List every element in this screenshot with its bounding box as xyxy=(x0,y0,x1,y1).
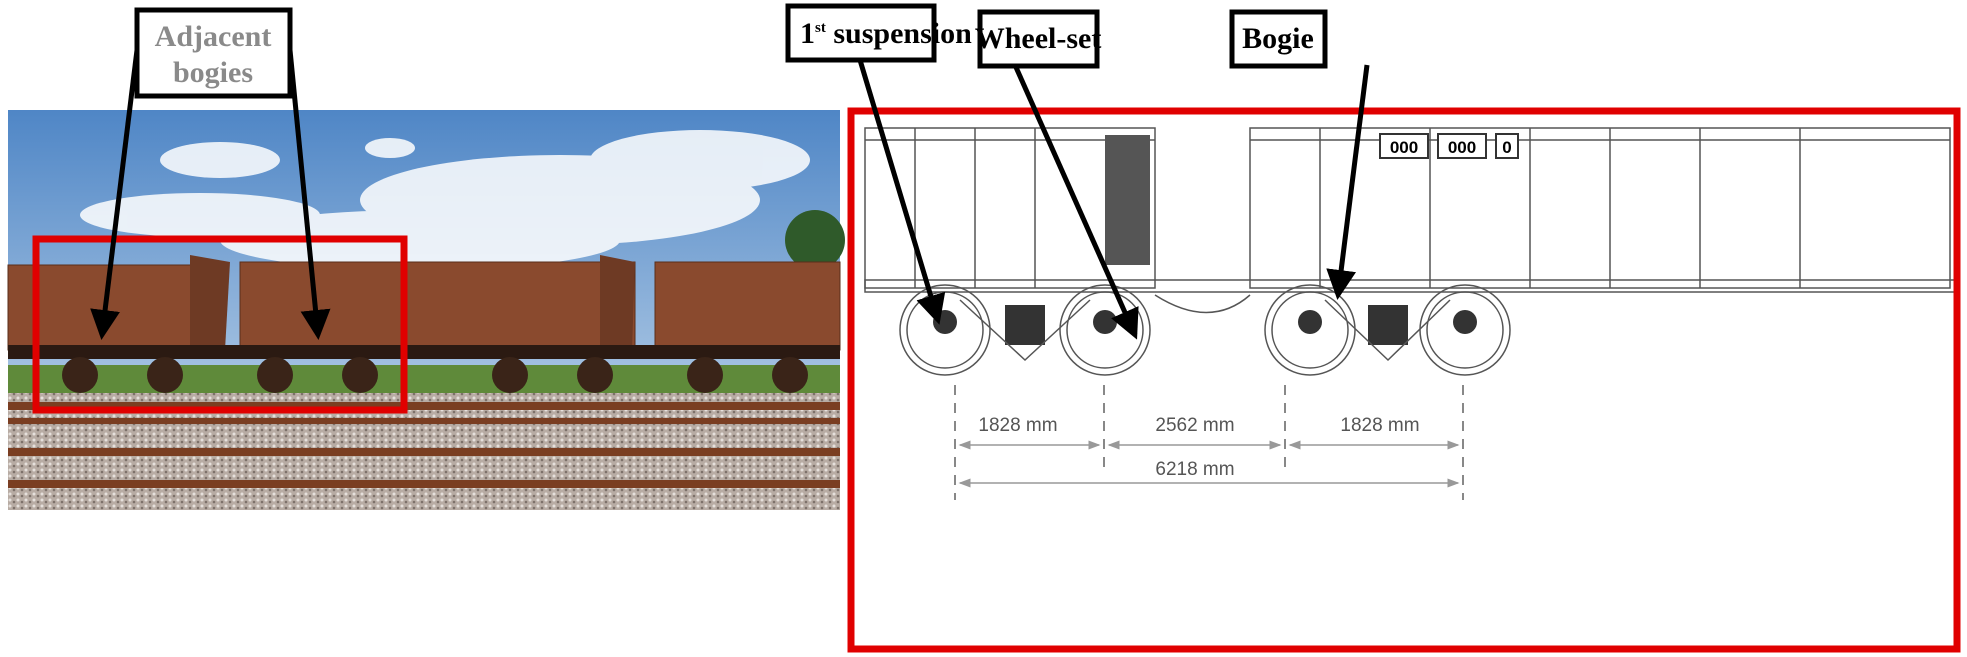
number-panel-2: 0 xyxy=(1502,138,1511,157)
label-adjacent-line2: bogies xyxy=(173,56,253,89)
label-first-suspension-text: 1st suspension xyxy=(800,17,972,50)
number-panel-1: 000 xyxy=(1448,138,1476,157)
dim-wheelbase-right: 1828 mm xyxy=(1340,415,1419,436)
wheels xyxy=(899,284,1511,376)
label-adjacent-bogies: Adjacent bogies xyxy=(134,7,293,99)
label-wheel-set: Wheel-set xyxy=(975,9,1102,69)
label-wheel-set-text: Wheel-set xyxy=(975,22,1102,55)
arrow-adjacent-left xyxy=(90,49,140,340)
arrow-adjacent-right xyxy=(287,49,331,340)
train-photo xyxy=(7,110,845,510)
arrow-bogie xyxy=(1326,64,1370,300)
label-bogie-text: Bogie xyxy=(1242,22,1314,55)
bogies xyxy=(62,357,808,393)
label-bogie: Bogie xyxy=(1229,9,1328,69)
wagon-drawing xyxy=(851,111,1957,649)
dimension-guides xyxy=(954,385,1464,500)
arrow-wheel-set xyxy=(1012,63,1139,340)
dim-total: 6218 mm xyxy=(1155,459,1234,480)
adjacent-bogies-highlight-box xyxy=(32,235,408,414)
clouds xyxy=(80,130,810,270)
dim-wheelbase-left: 1828 mm xyxy=(978,415,1057,436)
pointer-arrows xyxy=(90,49,1370,340)
number-panel-0: 000 xyxy=(1390,138,1418,157)
label-first-suspension: 1st suspension xyxy=(785,3,972,63)
drawing-highlight-box xyxy=(847,107,1961,653)
dim-bogie-gap: 2562 mm xyxy=(1155,415,1234,436)
number-panel: 000 000 0 xyxy=(1379,133,1519,159)
arrow-first-suspension xyxy=(857,59,946,325)
label-adjacent-line1: Adjacent xyxy=(155,20,272,53)
